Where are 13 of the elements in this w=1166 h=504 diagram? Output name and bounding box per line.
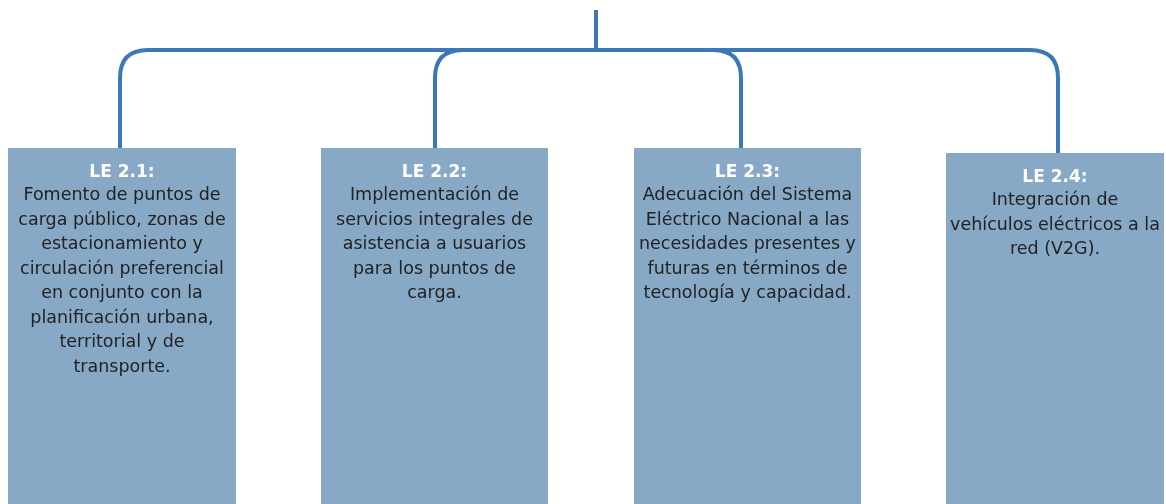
box-text: Fomento de puntos de carga público, zonas de estacionamiento y circulación preferencial en conjunto con la planificación urbana, territorial y de transporte. bbox=[17, 183, 227, 378]
box-heading: LE 2.1: bbox=[89, 160, 155, 182]
strategy-box bbox=[321, 148, 548, 504]
connector-line bbox=[594, 10, 1060, 153]
box-heading: LE 2.3: bbox=[714, 160, 781, 182]
box-text: Integración de vehículos eléctricos a la red (V2G). bbox=[950, 188, 1160, 260]
box-heading: LE 2.4: bbox=[1022, 165, 1088, 187]
box-text: Adecuación del Sistema Eléctrico Nacional a las necesidades presentes y futuras en términos de tecnología y capacidad. bbox=[638, 183, 857, 304]
strategy-box bbox=[634, 148, 861, 504]
box-text: Implementación de servicios integrales de asistencia a usuarios para los puntos de carga. bbox=[335, 183, 534, 304]
strategy-box bbox=[946, 153, 1164, 504]
box-heading: LE 2.2: bbox=[401, 160, 468, 182]
strategy-box bbox=[8, 148, 236, 504]
